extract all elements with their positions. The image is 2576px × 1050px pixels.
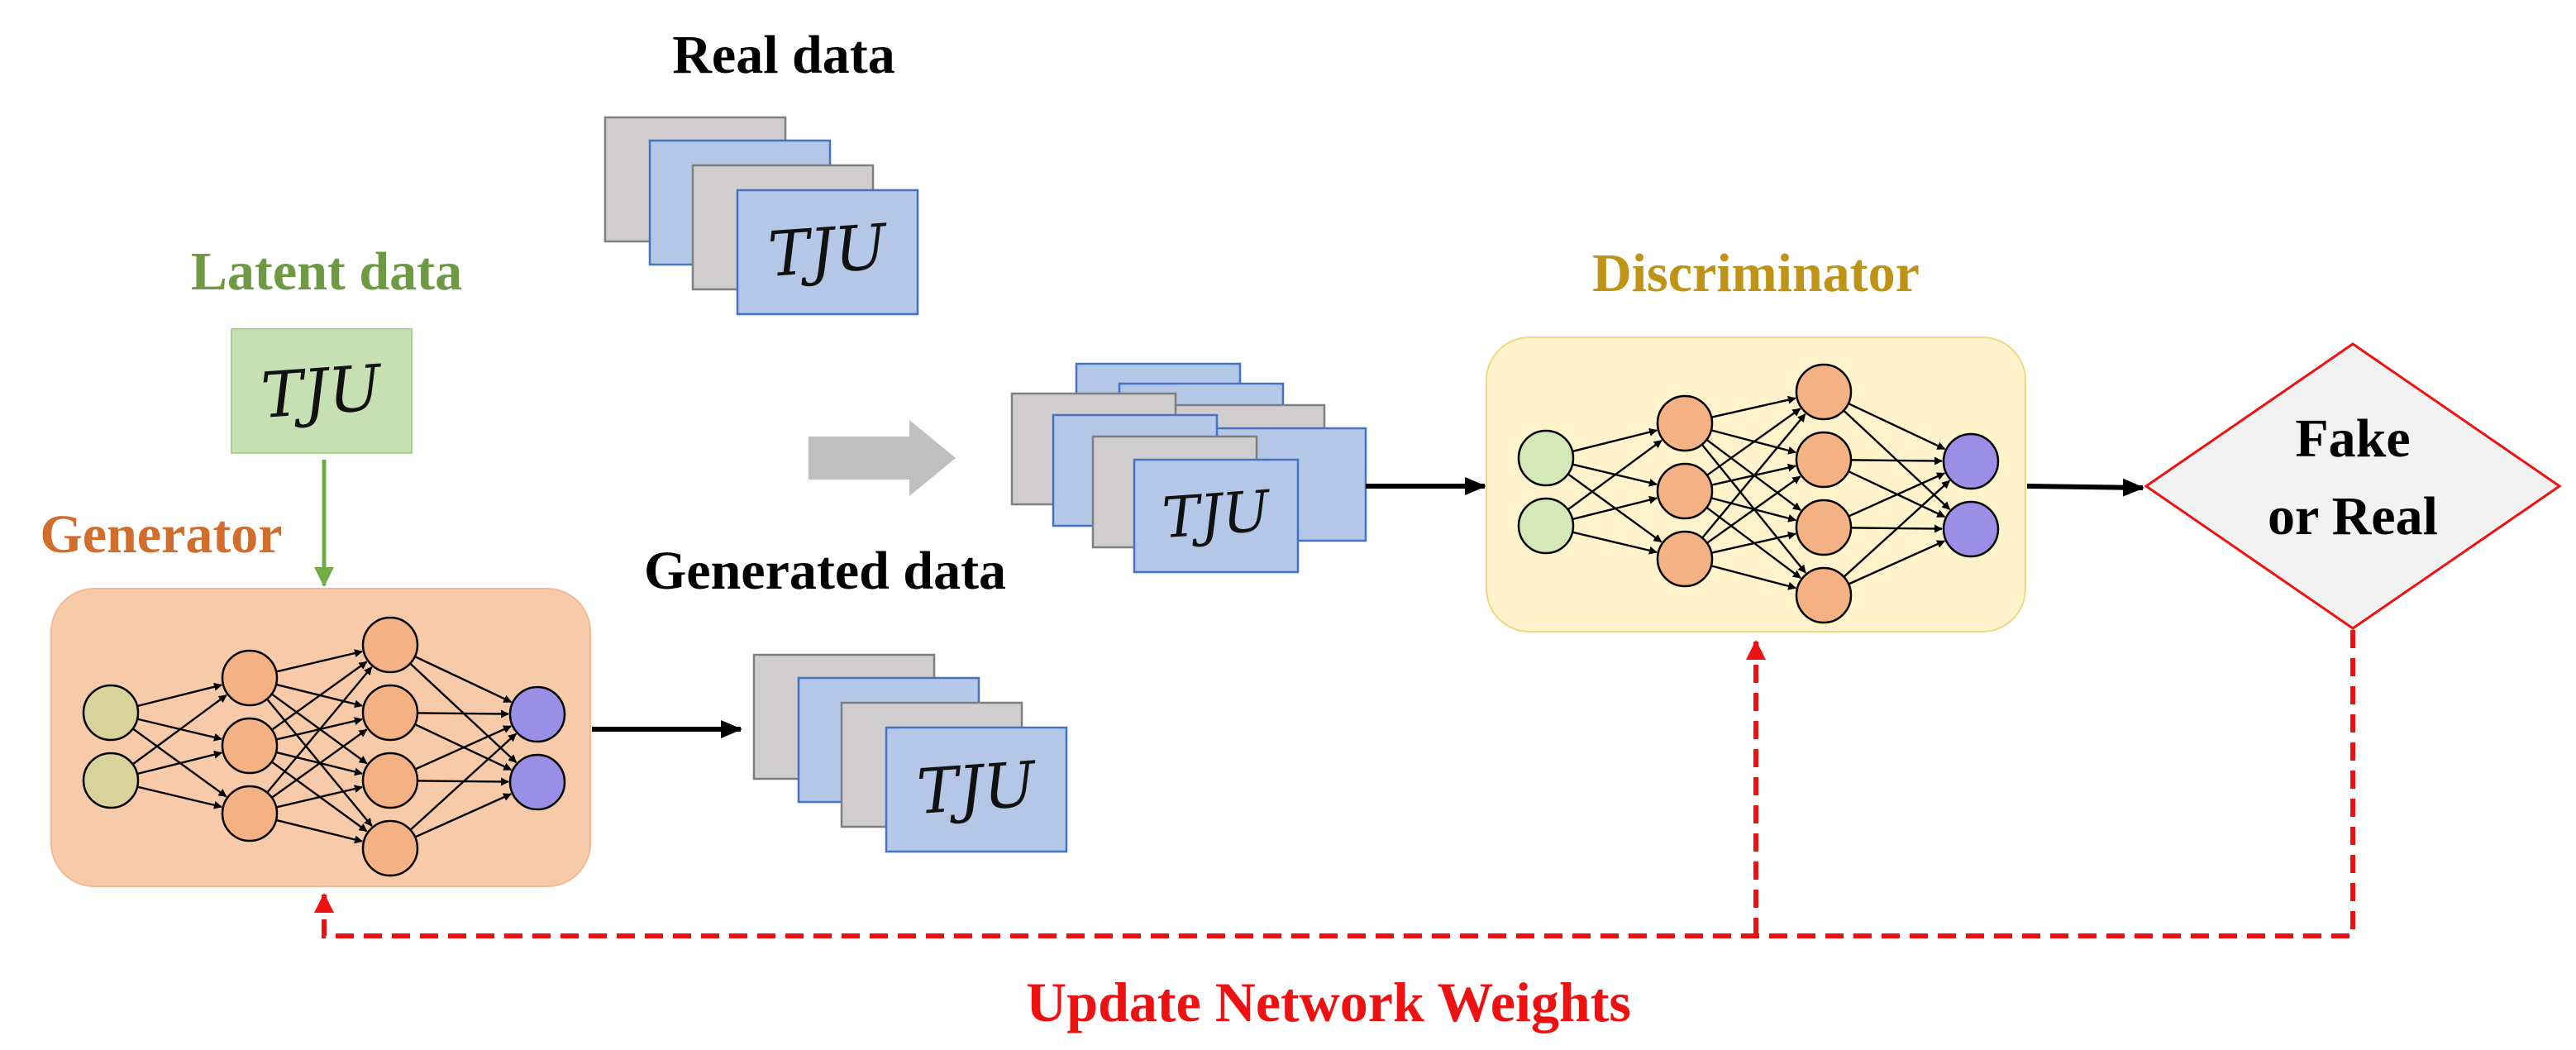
- generator-hidden-node: [361, 752, 419, 809]
- discriminator-input-node: [1517, 429, 1575, 487]
- generator-connection: [136, 682, 223, 708]
- generator-hidden-node: [361, 616, 419, 674]
- real-data-label: Real data: [672, 25, 894, 85]
- generator-connection: [275, 819, 363, 844]
- generator-box: [50, 588, 591, 887]
- discriminator-output-node: [1942, 500, 2000, 558]
- discriminator-connection: [1848, 402, 1946, 451]
- discriminator-hidden-node: [1795, 431, 1853, 489]
- generator-network: [82, 616, 566, 877]
- sample-card-blue: TJU: [1133, 458, 1300, 574]
- discriminator-box: [1486, 336, 2026, 632]
- discriminator-network: [1517, 363, 2000, 624]
- latent-data-box: [231, 328, 413, 454]
- generator-connection: [136, 785, 222, 809]
- generator-hidden-node: [221, 649, 279, 707]
- generator-connection: [271, 661, 368, 731]
- sample-text: TJU: [1160, 479, 1274, 551]
- generator-connection: [414, 725, 512, 771]
- discriminator-connection: [1701, 413, 1806, 539]
- discriminator-connection: [1572, 531, 1658, 555]
- gray-combine-arrow: [809, 420, 956, 496]
- discriminator-connection: [1567, 439, 1662, 511]
- latent-sample-text: TJU: [259, 351, 386, 432]
- discriminator-hidden-node: [1656, 530, 1714, 588]
- generator-hidden-node: [361, 819, 419, 877]
- generator-input-node: [82, 752, 140, 809]
- discriminator-output-node: [1942, 432, 2000, 490]
- discriminator-connection: [1710, 531, 1796, 554]
- generator-connection: [414, 655, 513, 704]
- generator-connection: [417, 709, 510, 718]
- real-data-stack: TJU: [603, 116, 919, 316]
- sample-text: TJU: [766, 210, 891, 291]
- decision-label-fake: Fake: [2295, 408, 2410, 469]
- generator-output-node: [508, 753, 566, 811]
- generator-connection: [409, 733, 517, 831]
- discriminator-connection: [1848, 540, 1945, 585]
- discriminator-connection: [1710, 565, 1797, 590]
- generator-hidden-node: [361, 684, 419, 742]
- discriminator-hidden-node: [1795, 363, 1853, 421]
- discriminator-connection: [1572, 427, 1658, 453]
- generator-connection: [136, 750, 223, 776]
- mixed-data-stack: TJU: [1010, 362, 1367, 574]
- update-weights-label: Update Network Weights: [1026, 971, 1631, 1033]
- discriminator-connection: [1848, 472, 1945, 518]
- discriminator-hidden-node: [1795, 499, 1853, 556]
- discriminator-hidden-node: [1656, 462, 1714, 520]
- generator-connection: [275, 785, 363, 809]
- latent-data-label: Latent data: [191, 241, 462, 302]
- generated-data-stack: TJU: [752, 653, 1068, 853]
- discriminator-connection: [1706, 475, 1801, 544]
- discriminator-hidden-node: [1795, 566, 1853, 624]
- decision-label-real: or Real: [2268, 486, 2438, 546]
- sample-card-blue: TJU: [736, 189, 919, 316]
- generator-connection: [271, 728, 368, 799]
- generator-connection: [131, 694, 227, 766]
- discriminator-label: Discriminator: [1592, 243, 1920, 303]
- generator-label: Generator: [40, 504, 282, 565]
- discriminator-input-node: [1517, 497, 1575, 555]
- generator-connection: [275, 649, 363, 673]
- generator-input-node: [82, 684, 140, 742]
- update-feedback-lines: [314, 630, 2355, 938]
- generator-hidden-node: [221, 717, 279, 775]
- discriminator-connection: [1572, 495, 1658, 521]
- generator-connection: [414, 793, 512, 838]
- discriminator-connection: [1706, 408, 1801, 476]
- decision-diamond: [2144, 342, 2562, 630]
- generator-output-node: [508, 685, 566, 743]
- sample-text: TJU: [914, 747, 1040, 828]
- discriminator-connection: [1710, 395, 1796, 418]
- discriminator-connection: [1843, 480, 1950, 578]
- discriminator-connection: [1850, 456, 1944, 465]
- generated-data-label: Generated data: [644, 541, 1006, 601]
- discriminator-to-decision-arrow: [2026, 478, 2144, 497]
- discriminator-hidden-node: [1656, 394, 1714, 452]
- generator-hidden-node: [221, 785, 279, 842]
- generator-connection: [266, 666, 373, 794]
- sample-card-blue: TJU: [885, 726, 1068, 853]
